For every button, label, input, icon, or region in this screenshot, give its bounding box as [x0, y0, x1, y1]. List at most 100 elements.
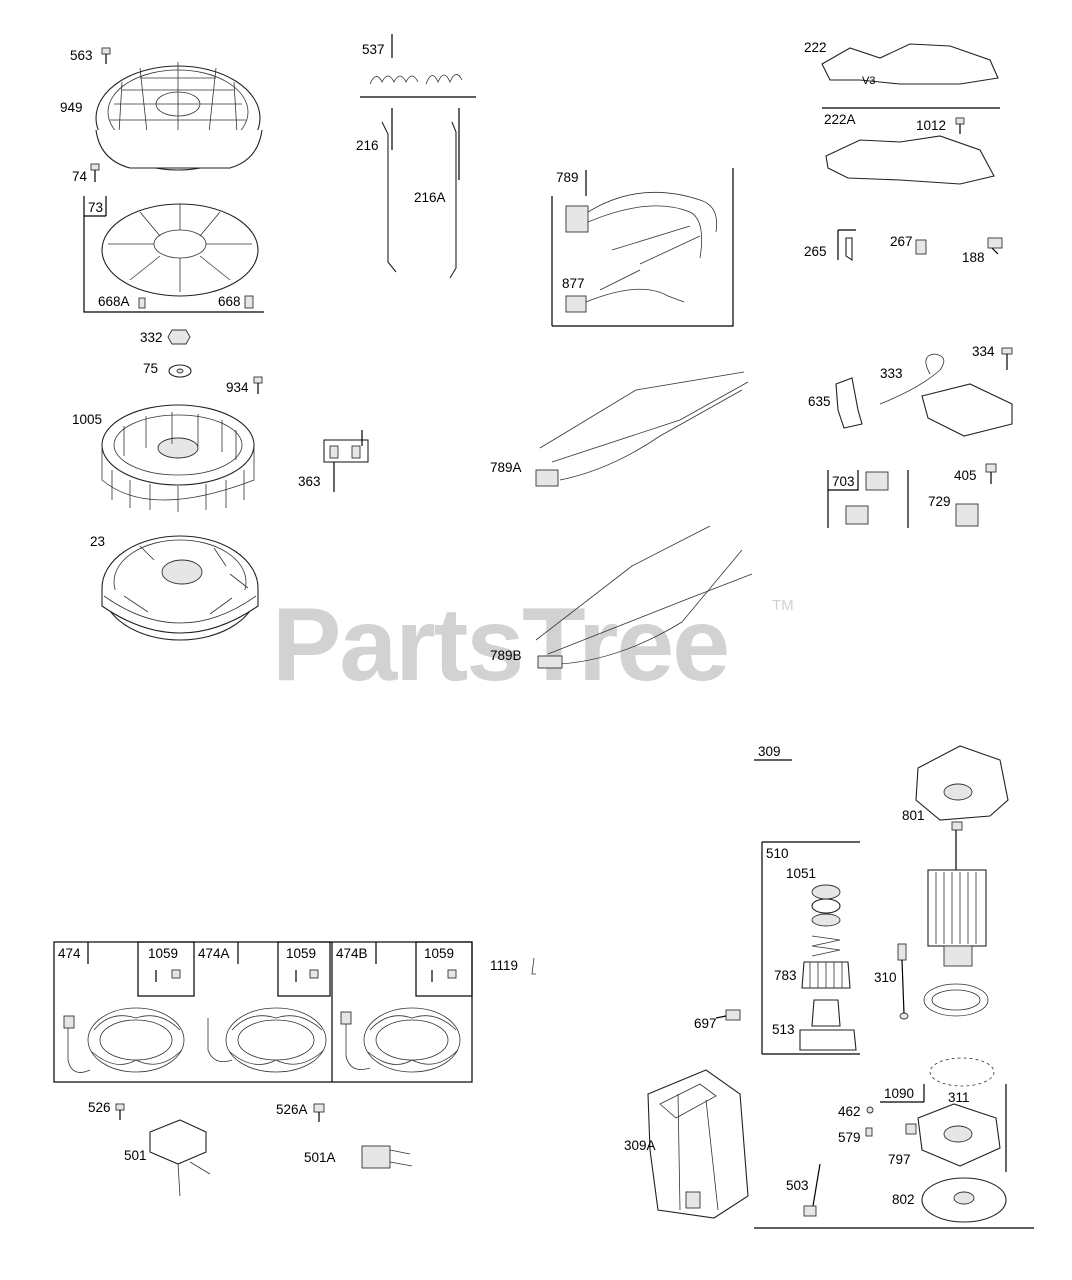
label-563: 563: [70, 48, 93, 63]
label-474A: 474A: [198, 946, 230, 961]
watermark: PartsTree TM: [272, 587, 794, 703]
label-75: 75: [143, 361, 158, 376]
governor-link-216A[interactable]: [449, 108, 460, 279]
label-73: 73: [88, 200, 103, 215]
label-510: 510: [766, 846, 789, 861]
label-697: 697: [694, 1016, 717, 1031]
svg-text:V3: V3: [862, 75, 875, 87]
label-310: 310: [874, 970, 897, 985]
alternator-474B[interactable]: [340, 1007, 461, 1073]
watermark-trademark: TM: [772, 597, 794, 614]
control-bracket-222A[interactable]: [825, 135, 995, 185]
label-1059-a: 1059: [148, 946, 178, 961]
screw-405[interactable]: [985, 463, 997, 484]
part-labels: 563 949 74 73 668A 668 332 75 934 1005 3…: [58, 40, 995, 1207]
armature[interactable]: [923, 830, 995, 1087]
spark-plug-boot-703[interactable]: [827, 470, 909, 528]
nut-332[interactable]: [167, 329, 191, 345]
bracket-503[interactable]: [803, 1163, 821, 1217]
rectifier-501[interactable]: [149, 1119, 211, 1197]
screw-579[interactable]: [865, 1127, 873, 1137]
link-265[interactable]: [837, 229, 856, 262]
screws-1059[interactable]: [155, 969, 457, 982]
label-267: 267: [890, 234, 913, 249]
label-789A: 789A: [490, 460, 522, 475]
label-1059-c: 1059: [424, 946, 454, 961]
starter-motor-309A[interactable]: [647, 1069, 749, 1219]
label-474: 474: [58, 946, 81, 961]
label-729: 729: [928, 494, 951, 509]
label-537: 537: [362, 42, 385, 57]
label-363: 363: [298, 474, 321, 489]
screw-74[interactable]: [90, 163, 100, 182]
control-bracket-222[interactable]: V3: [821, 43, 1000, 109]
brake-363[interactable]: [323, 430, 369, 492]
rotating-screen-73[interactable]: [83, 196, 264, 313]
ignition-armature-333[interactable]: [879, 353, 1013, 437]
label-501A: 501A: [304, 1150, 336, 1165]
label-668: 668: [218, 294, 241, 309]
screw-267[interactable]: [915, 239, 927, 255]
label-635: 635: [808, 394, 831, 409]
thru-bolt-310[interactable]: [897, 943, 909, 1020]
bracket-635[interactable]: [835, 377, 863, 429]
label-188: 188: [962, 250, 985, 265]
drive-kit-510: [761, 841, 860, 1055]
label-703: 703: [832, 474, 855, 489]
label-934: 934: [226, 380, 249, 395]
rectifier-501A[interactable]: [361, 1145, 413, 1169]
bolt-697[interactable]: [715, 1009, 741, 1021]
throttle-cable-789A[interactable]: [535, 371, 749, 487]
screw-334[interactable]: [1001, 347, 1013, 370]
cap-1051[interactable]: [811, 884, 841, 927]
spring-537[interactable]: [360, 34, 476, 98]
watermark-text: PartsTree: [272, 587, 728, 703]
alternator-474[interactable]: [63, 1007, 185, 1073]
label-23: 23: [90, 534, 105, 549]
pinion-513[interactable]: [799, 999, 857, 1051]
washer-75[interactable]: [168, 364, 192, 378]
label-802: 802: [892, 1192, 915, 1207]
throttle-cable-789B[interactable]: [535, 525, 753, 669]
drive-end-cap-801[interactable]: [915, 745, 1009, 831]
label-474B: 474B: [336, 946, 368, 961]
brush-holder-311[interactable]: [905, 1103, 1001, 1167]
label-877: 877: [562, 276, 585, 291]
wire-harness-789[interactable]: [551, 168, 734, 327]
label-503: 503: [786, 1178, 809, 1193]
screw-526A[interactable]: [313, 1103, 325, 1122]
connector-729[interactable]: [955, 503, 979, 527]
blower-housing-949[interactable]: [95, 62, 263, 171]
label-405: 405: [954, 468, 977, 483]
spring-783[interactable]: [801, 935, 851, 989]
label-1051: 1051: [786, 866, 816, 881]
screw-188[interactable]: [987, 237, 1003, 255]
governor-link-216[interactable]: [381, 108, 397, 273]
wire-877[interactable]: [565, 269, 685, 313]
label-789B: 789B: [490, 648, 522, 663]
alternator-474A[interactable]: [207, 1007, 327, 1073]
label-216: 216: [356, 138, 379, 153]
screw-563[interactable]: [101, 47, 111, 64]
label-216A: 216A: [414, 190, 446, 205]
label-789: 789: [556, 170, 579, 185]
label-949: 949: [60, 100, 83, 115]
screw-1012[interactable]: [955, 117, 965, 134]
screw-526[interactable]: [115, 1103, 125, 1120]
label-265: 265: [804, 244, 827, 259]
flywheel-fan-1005[interactable]: [101, 404, 255, 512]
label-1090: 1090: [884, 1086, 914, 1101]
screw-462[interactable]: [866, 1106, 874, 1114]
label-333: 333: [880, 366, 903, 381]
end-plate-802[interactable]: [921, 1177, 1007, 1223]
tie-1119[interactable]: [531, 957, 536, 975]
label-462: 462: [838, 1104, 861, 1119]
label-311: 311: [948, 1090, 970, 1105]
label-222A: 222A: [824, 112, 856, 127]
label-309: 309: [758, 744, 781, 759]
flywheel-23[interactable]: [101, 535, 259, 641]
screw-934[interactable]: [253, 376, 263, 394]
label-526: 526: [88, 1100, 111, 1115]
label-801: 801: [902, 808, 925, 823]
